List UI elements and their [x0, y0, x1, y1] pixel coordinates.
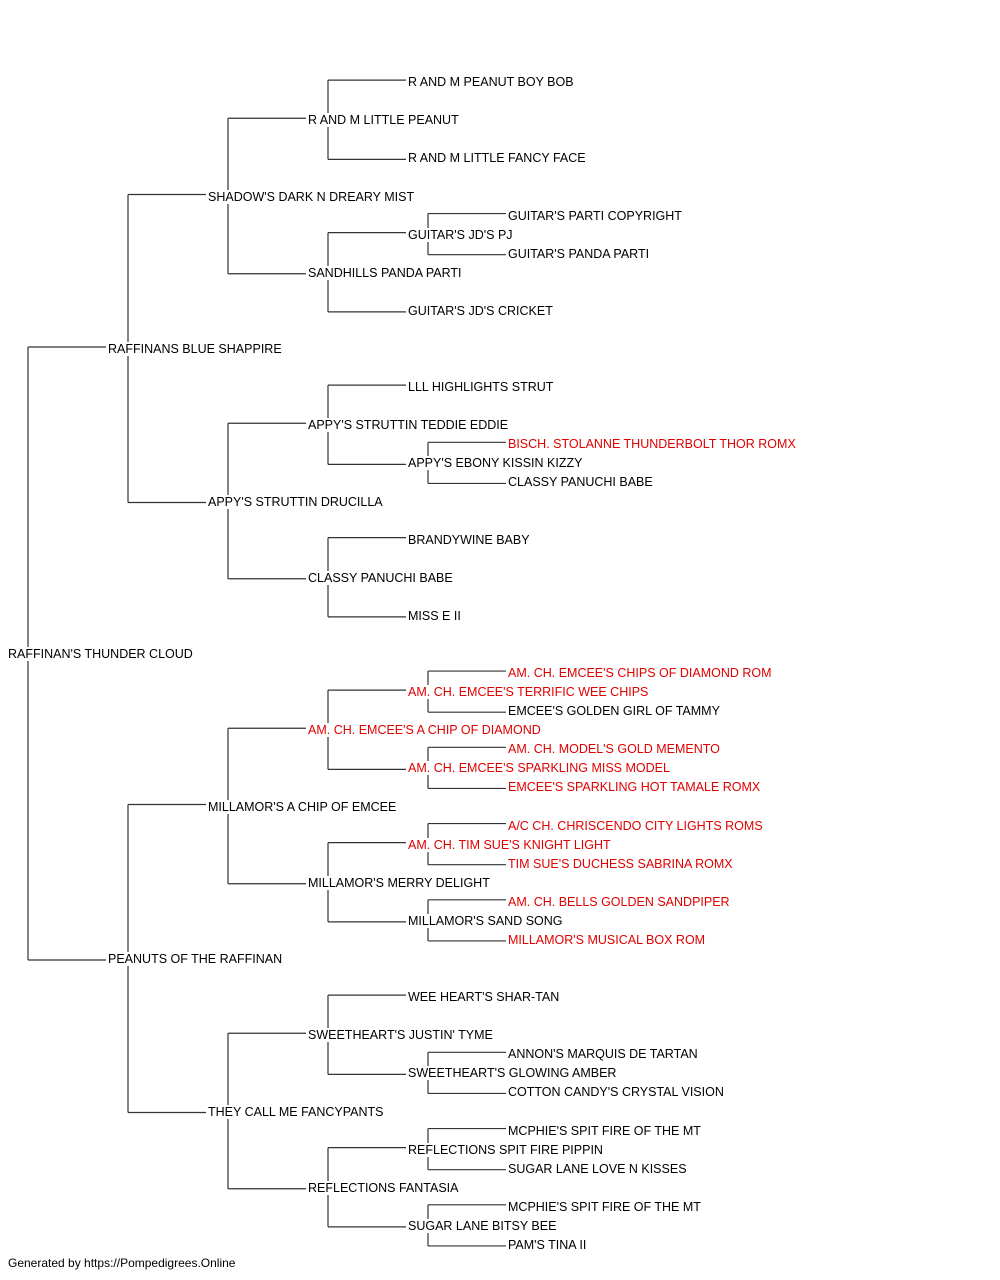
dog-lll-highlights-strut: LLL HIGHLIGHTS STRUT [408, 380, 556, 395]
dog-miss-e-ii: MISS E II [408, 608, 463, 623]
dog-peanuts-of-the-raffinan: PEANUTS OF THE RAFFINAN [108, 952, 285, 966]
dog-wee-heart-s-shar-tan: WEE HEART'S SHAR-TAN [408, 990, 562, 1005]
dog-guitar-s-panda-parti: GUITAR'S PANDA PARTI [508, 246, 652, 261]
dog-shadow-s-dark-n-dreary-mist: SHADOW'S DARK N DREARY MIST [208, 189, 417, 204]
dog-am-ch-bells-golden-sandpiper: AM. CH. BELLS GOLDEN SANDPIPER [508, 894, 732, 909]
dog-annon-s-marquis-de-tartan: ANNON'S MARQUIS DE TARTAN [508, 1047, 700, 1062]
dog-guitar-s-jd-s-pj: GUITAR'S JD'S PJ [408, 227, 515, 242]
dog-sandhills-panda-parti: SANDHILLS PANDA PARTI [308, 265, 464, 280]
dog-mcphie-s-spit-fire-of-the-mt: MCPHIE'S SPIT FIRE OF THE MT [508, 1199, 703, 1214]
dog-r-and-m-little-fancy-face: R AND M LITTLE FANCY FACE [408, 151, 588, 166]
dog-millamor-s-a-chip-of-emcee: MILLAMOR'S A CHIP OF EMCEE [208, 799, 399, 814]
dog-am-ch-emcee-s-terrific-wee-chips: AM. CH. EMCEE'S TERRIFIC WEE CHIPS [408, 685, 651, 700]
dog-guitar-s-parti-copyright: GUITAR'S PARTI COPYRIGHT [508, 208, 684, 223]
dog-am-ch-model-s-gold-memento: AM. CH. MODEL'S GOLD MEMENTO [508, 742, 722, 757]
dog-tim-sue-s-duchess-sabrina-romx: TIM SUE'S DUCHESS SABRINA ROMX [508, 856, 735, 871]
dog-mcphie-s-spit-fire-of-the-mt: MCPHIE'S SPIT FIRE OF THE MT [508, 1123, 703, 1138]
dog-emcee-s-sparkling-hot-tamale-romx: EMCEE'S SPARKLING HOT TAMALE ROMX [508, 780, 763, 795]
dog-guitar-s-jd-s-cricket: GUITAR'S JD'S CRICKET [408, 303, 555, 318]
dog-sugar-lane-bitsy-bee: SUGAR LANE BITSY BEE [408, 1218, 559, 1233]
dog-am-ch-tim-sue-s-knight-light: AM. CH. TIM SUE'S KNIGHT LIGHT [408, 837, 613, 852]
dog-appy-s-struttin-teddie-eddie: APPY'S STRUTTIN TEDDIE EDDIE [308, 418, 511, 433]
dog-sweetheart-s-glowing-amber: SWEETHEART'S GLOWING AMBER [408, 1066, 619, 1081]
dog-millamor-s-musical-box-rom: MILLAMOR'S MUSICAL BOX ROM [508, 932, 708, 947]
dog-classy-panuchi-babe: CLASSY PANUCHI BABE [508, 475, 655, 490]
dog-millamor-s-sand-song: MILLAMOR'S SAND SONG [408, 913, 565, 928]
dog-am-ch-emcee-s-chips-of-diamond-rom: AM. CH. EMCEE'S CHIPS OF DIAMOND ROM [508, 666, 774, 681]
dog-appy-s-struttin-drucilla: APPY'S STRUTTIN DRUCILLA [208, 494, 385, 509]
dog-they-call-me-fancypants: THEY CALL ME FANCYPANTS [208, 1104, 386, 1119]
dog-raffinan-s-thunder-cloud: RAFFINAN'S THUNDER CLOUD [8, 647, 195, 661]
dog-pam-s-tina-ii: PAM'S TINA II [508, 1237, 589, 1252]
dog-cotton-candy-s-crystal-vision: COTTON CANDY'S CRYSTAL VISION [508, 1085, 726, 1100]
dog-millamor-s-merry-delight: MILLAMOR'S MERRY DELIGHT [308, 875, 492, 890]
dog-brandywine-baby: BRANDYWINE BABY [408, 532, 532, 547]
dog-emcee-s-golden-girl-of-tammy: EMCEE'S GOLDEN GIRL OF TAMMY [508, 704, 722, 719]
dog-a-c-ch-chriscendo-city-lights-roms: A/C CH. CHRISCENDO CITY LIGHTS ROMS [508, 818, 765, 833]
dog-appy-s-ebony-kissin-kizzy: APPY'S EBONY KISSIN KIZZY [408, 456, 585, 471]
dog-classy-panuchi-babe: CLASSY PANUCHI BABE [308, 570, 455, 585]
generated-by-footer: Generated by https://Pompedigrees.Online [8, 1256, 236, 1270]
dog-reflections-fantasia: REFLECTIONS FANTASIA [308, 1180, 461, 1195]
dog-bisch-stolanne-thunderbolt-thor-romx: BISCH. STOLANNE THUNDERBOLT THOR ROMX [508, 437, 798, 452]
dog-r-and-m-little-peanut: R AND M LITTLE PEANUT [308, 113, 461, 128]
dog-reflections-spit-fire-pippin: REFLECTIONS SPIT FIRE PIPPIN [408, 1142, 605, 1157]
dog-am-ch-emcee-s-sparkling-miss-model: AM. CH. EMCEE'S SPARKLING MISS MODEL [408, 761, 672, 776]
dog-r-and-m-peanut-boy-bob: R AND M PEANUT BOY BOB [408, 75, 576, 90]
dog-sugar-lane-love-n-kisses: SUGAR LANE LOVE N KISSES [508, 1161, 689, 1176]
dog-am-ch-emcee-s-a-chip-of-diamond: AM. CH. EMCEE'S A CHIP OF DIAMOND [308, 723, 543, 738]
dog-raffinans-blue-shappire: RAFFINANS BLUE SHAPPIRE [108, 342, 284, 356]
dog-sweetheart-s-justin-tyme: SWEETHEART'S JUSTIN' TYME [308, 1028, 495, 1043]
